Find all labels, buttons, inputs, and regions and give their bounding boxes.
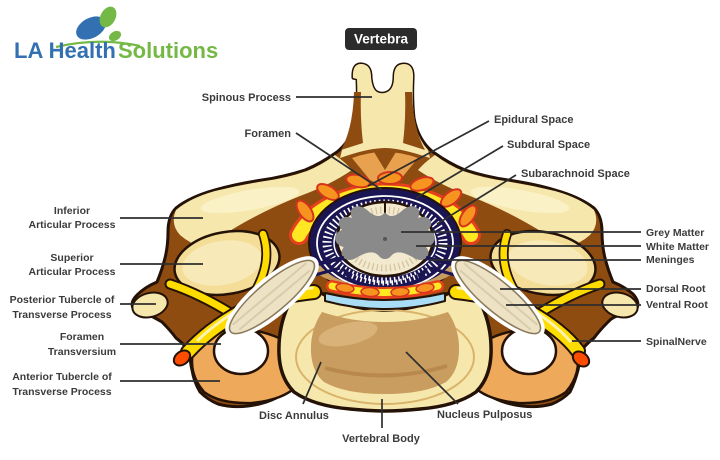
title-badge-box: [345, 28, 417, 50]
subdural-space-label: Subdural Space: [507, 139, 590, 151]
inferior-articular-process-right: [418, 155, 597, 248]
label-foramen: Foramen: [245, 128, 383, 191]
dorsal-root-ganglion-right: [451, 256, 545, 338]
csf-blue-band: [324, 292, 446, 310]
superior-articular-label-line2: Articular Process: [29, 266, 116, 278]
vertebral-body: [277, 287, 493, 413]
nerve-cut-end-right: [571, 350, 591, 368]
label-subarachnoid-space: Subarachnoid Space: [436, 168, 630, 225]
title-badge: Vertebra: [345, 28, 417, 50]
nerve-cut-end-left: [172, 349, 192, 367]
white-matter-label: White Matter: [646, 241, 709, 253]
dorsal-root-ganglion-left: [225, 256, 319, 338]
anterior-tubercle-label-line2: Transverse Process: [12, 386, 111, 398]
spinal-nerve-label: SpinalNerve: [646, 336, 707, 348]
label-posterior-tubercle: Posterior Tubercle of Transverse Process: [10, 294, 156, 321]
label-disc-annulus: Disc Annulus: [259, 361, 329, 422]
logo: LA Health Solutions: [14, 6, 218, 63]
inferior-articular-process-left: [173, 155, 352, 248]
grey-matter-label: Grey Matter: [646, 227, 704, 239]
nucleus-shade-streak: [324, 364, 448, 378]
spinous-left-shade: [341, 92, 363, 150]
label-nucleus-pulposus: Nucleus Pulposus: [405, 351, 532, 421]
inferior-articular-label-line1: Inferior: [54, 205, 90, 217]
foramen-transversium-label-line2: Transversium: [48, 346, 116, 358]
vertebral-body-label: Vertebral Body: [342, 433, 421, 445]
title-badge-text: Vertebra: [354, 32, 409, 47]
epidural-space-label: Epidural Space: [494, 114, 573, 126]
transverse-process-right: [467, 326, 580, 405]
label-vertebral-body: Vertebral Body: [342, 399, 421, 445]
label-foramen-transversium: Foramen Transversium: [48, 331, 221, 358]
label-anterior-tubercle: Anterior Tubercle of Transverse Process: [12, 371, 220, 398]
label-epidural-space: Epidural Space: [367, 114, 573, 187]
transverse-process-left: [190, 326, 303, 405]
brand-name-blue: LA Health: [14, 38, 116, 63]
posterior-tubercle-left-shape: [131, 291, 169, 319]
nucleus-pulposus-label: Nucleus Pulposus: [437, 409, 532, 421]
ventral-root-label: Ventral Root: [646, 299, 708, 311]
inferior-articular-label-line2: Articular Process: [29, 219, 116, 231]
label-superior-articular-process: Superior Articular Process: [29, 252, 203, 278]
spinous-process-label: Spinous Process: [202, 92, 291, 104]
logo-blue-leaf-icon: [76, 16, 106, 40]
label-meninges: Meninges: [429, 254, 695, 266]
anterior-tubercle-label-line1: Anterior Tubercle of: [12, 371, 112, 383]
dorsal-root-label: Dorsal Root: [646, 283, 706, 295]
cauda-fan: [342, 267, 428, 291]
central-canal-dot: [383, 237, 387, 241]
logo-swoosh-icon: [55, 40, 141, 49]
ligament-band-right: [420, 260, 455, 284]
label-subdural-space: Subdural Space: [415, 139, 590, 199]
spinal-cord: [335, 200, 435, 278]
spinous-right-shade: [403, 92, 425, 150]
disc-annulus-label: Disc Annulus: [259, 410, 329, 422]
label-dorsal-root: Dorsal Root: [500, 283, 706, 295]
label-inferior-articular-process: Inferior Articular Process: [29, 205, 203, 231]
meninges-label: Meninges: [646, 254, 695, 266]
label-spinal-nerve: SpinalNerve: [572, 336, 707, 348]
label-white-matter: White Matter: [416, 241, 709, 253]
label-spinous-process: Spinous Process: [202, 92, 372, 104]
brand-name-green: Solutions: [118, 38, 218, 63]
superior-articular-label-line1: Superior: [50, 252, 93, 264]
logo-small-leaf-icon: [108, 30, 122, 42]
superior-articular-process-left: [173, 229, 281, 297]
posterior-tubercle-label-line2: Transverse Process: [12, 309, 111, 321]
nucleus-highlight: [318, 321, 378, 347]
lamina-notch-shade: [374, 152, 396, 170]
label-grey-matter: Grey Matter: [401, 227, 704, 239]
subarachnoid-space-label: Subarachnoid Space: [521, 168, 630, 180]
label-ventral-root: Ventral Root: [506, 299, 708, 311]
logo-green-leaf-icon: [99, 6, 117, 28]
anterior-epidural-fat-band: [326, 280, 444, 299]
posterior-tubercle-label-line1: Posterior Tubercle of: [10, 294, 115, 306]
foramen-label: Foramen: [245, 128, 292, 140]
grey-matter-butterfly: [335, 206, 435, 260]
ligament-band-left: [315, 260, 350, 284]
foramen-transversium-label-line1: Foramen: [60, 331, 104, 343]
